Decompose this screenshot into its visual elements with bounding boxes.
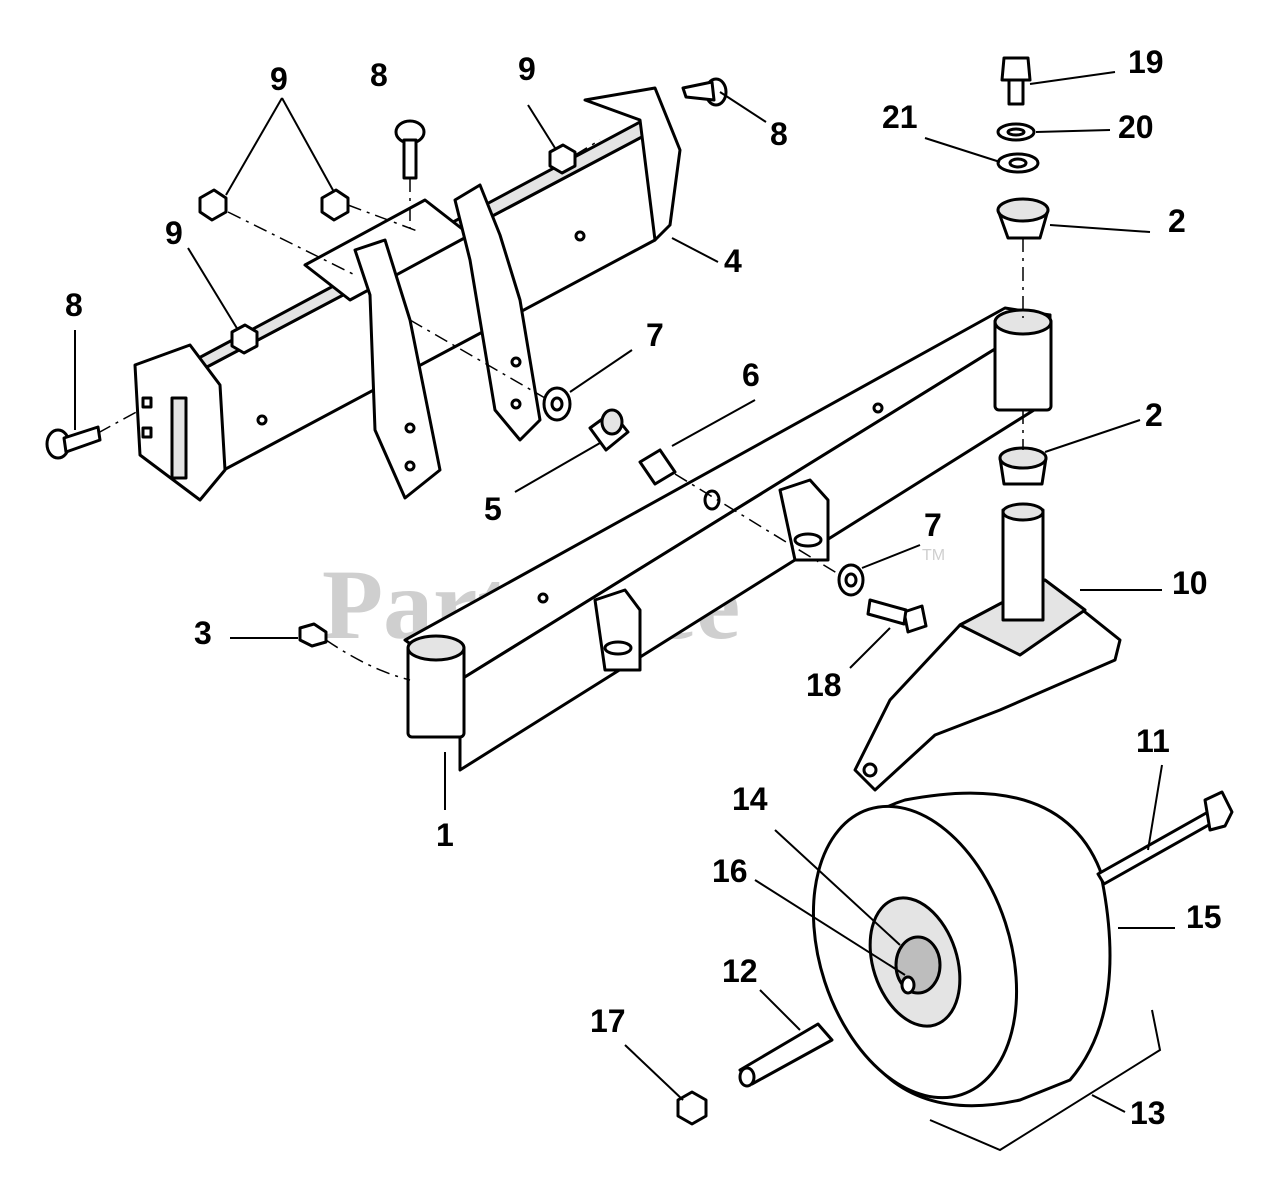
carriage-bolt-8-right-shank — [681, 80, 716, 102]
washer-21-hole — [1008, 157, 1028, 169]
bracket-hole-3 — [510, 356, 522, 368]
axle-bolt-11-shank — [1096, 810, 1216, 886]
washer-7-upper-hole — [550, 396, 564, 412]
channel-hole-2 — [256, 414, 268, 426]
right-end-plate — [583, 86, 682, 242]
caster-spindle — [1001, 508, 1045, 622]
axle-hole-1 — [537, 592, 549, 604]
bushing-6 — [638, 448, 677, 486]
axle-hole-2 — [872, 402, 884, 414]
left-plate-hole-2 — [141, 426, 153, 439]
callout-8: 8 — [770, 116, 788, 152]
hardware — [45, 56, 1234, 1126]
callout-1: 1 — [436, 817, 454, 853]
washer-7-lower-hole — [844, 572, 858, 588]
callout-11: 11 — [1136, 723, 1170, 759]
bushing-2-upper-top — [996, 197, 1050, 223]
callout-8: 8 — [370, 57, 388, 93]
callout-19: 19 — [1128, 44, 1164, 80]
bolt-18-shank — [866, 598, 908, 626]
callout-2: 2 — [1168, 203, 1186, 239]
caster-spindle-top — [1001, 502, 1045, 522]
callout-7: 7 — [924, 507, 942, 543]
spacer-tube-12-end — [738, 1066, 756, 1088]
bracket-arm-left — [353, 238, 442, 500]
callout-20: 20 — [1118, 109, 1154, 145]
nut-17 — [676, 1090, 708, 1126]
wheel-assembly — [811, 791, 1112, 1108]
callout-8: 8 — [65, 287, 83, 323]
carriage-bolt-8-top-shank — [402, 138, 418, 180]
right-pivot-tube-top — [993, 308, 1053, 336]
callout-5: 5 — [484, 491, 502, 527]
left-plate-slot — [170, 396, 188, 480]
watermark-tm: TM — [922, 547, 945, 564]
nut-9-b — [320, 188, 350, 222]
axle-tab-right-slot — [793, 532, 823, 548]
callout-9: 9 — [270, 61, 288, 97]
bolt-19-shank — [1007, 78, 1025, 106]
callout-7: 7 — [646, 317, 664, 353]
callout-10: 10 — [1172, 565, 1208, 601]
channel-hole-1 — [574, 230, 586, 242]
callout-18: 18 — [806, 667, 842, 703]
bracket-hole-4 — [510, 398, 522, 410]
callout-9: 9 — [165, 215, 183, 251]
part-1-axle-beam — [403, 306, 1053, 772]
spacer-5-end — [600, 408, 624, 436]
bracket-arm-right — [453, 183, 542, 442]
callout-14: 14 — [732, 781, 768, 817]
callout-4: 4 — [724, 243, 742, 279]
nut-9-d — [230, 323, 259, 355]
callout-labels: 9 8 9 8 19 21 20 2 9 4 8 7 6 2 5 7 10 3 … — [65, 44, 1222, 1131]
caster-yoke-hole — [862, 762, 878, 778]
bolt-19-head — [1000, 56, 1032, 82]
grease-fitting-3 — [298, 622, 328, 648]
bracket-hole-2 — [404, 460, 416, 472]
bushing-2-lower-top — [998, 446, 1048, 470]
axle-center-hole — [703, 489, 721, 511]
bracket-hole-1 — [404, 422, 416, 434]
assembly-lines — [97, 139, 1024, 681]
callout-15: 15 — [1186, 899, 1222, 935]
callout-9: 9 — [518, 51, 536, 87]
carriage-bolt-8-left-shank — [62, 425, 102, 454]
wheel-bearing-bore — [900, 975, 916, 995]
callout-17: 17 — [590, 1003, 626, 1039]
leader-lines — [74, 71, 1175, 1152]
axle-bolt-11-head — [1203, 790, 1234, 832]
part-10-caster-yoke — [853, 502, 1122, 792]
callout-13: 13 — [1130, 1095, 1166, 1131]
callout-16: 16 — [712, 853, 748, 889]
axle-tab-left-slot — [603, 640, 633, 656]
left-plate-hole-1 — [141, 396, 153, 409]
lock-washer-20-hole — [1006, 127, 1026, 137]
callout-6: 6 — [742, 357, 760, 393]
nut-9-c — [548, 143, 577, 175]
callout-21: 21 — [882, 99, 918, 135]
callout-2: 2 — [1145, 397, 1163, 433]
callout-3: 3 — [194, 615, 212, 651]
nut-9-a — [198, 188, 228, 222]
part-4-channel-assembly — [133, 86, 682, 502]
callout-12: 12 — [722, 953, 758, 989]
bolt-18-head — [902, 604, 928, 634]
left-pivot-tube-top — [406, 634, 466, 662]
